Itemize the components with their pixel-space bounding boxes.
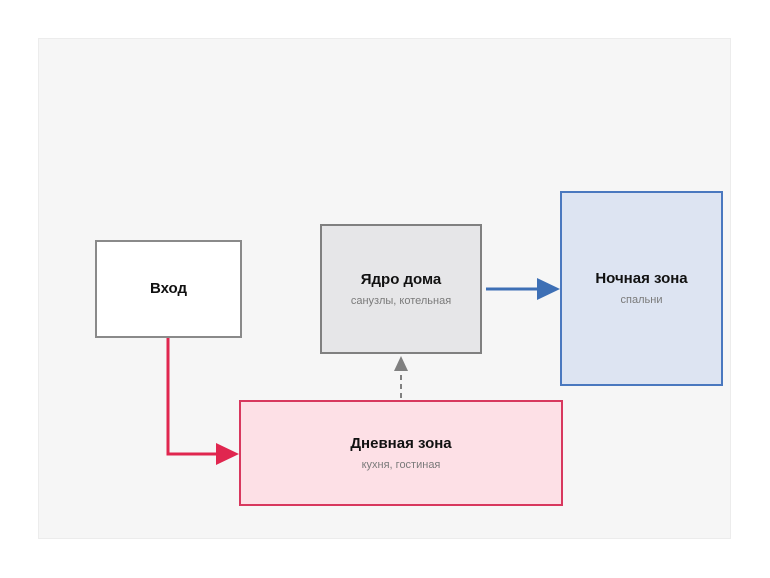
node-night-title: Ночная зона [595,270,688,287]
node-core[interactable]: Ядро дома санузлы, котельная [320,224,482,354]
node-night[interactable]: Ночная зона спальни [560,191,723,386]
node-entry[interactable]: Вход [95,240,242,338]
node-entry-title: Вход [149,280,188,297]
node-day[interactable]: Дневная зона кухня, гостиная [239,400,563,506]
node-core-subtitle: санузлы, котельная [350,294,452,307]
node-core-title: Ядро дома [360,270,442,288]
node-night-subtitle: спальни [620,294,663,306]
node-day-title: Дневная зона [350,434,452,452]
node-day-subtitle: кухня, гостиная [361,458,441,471]
